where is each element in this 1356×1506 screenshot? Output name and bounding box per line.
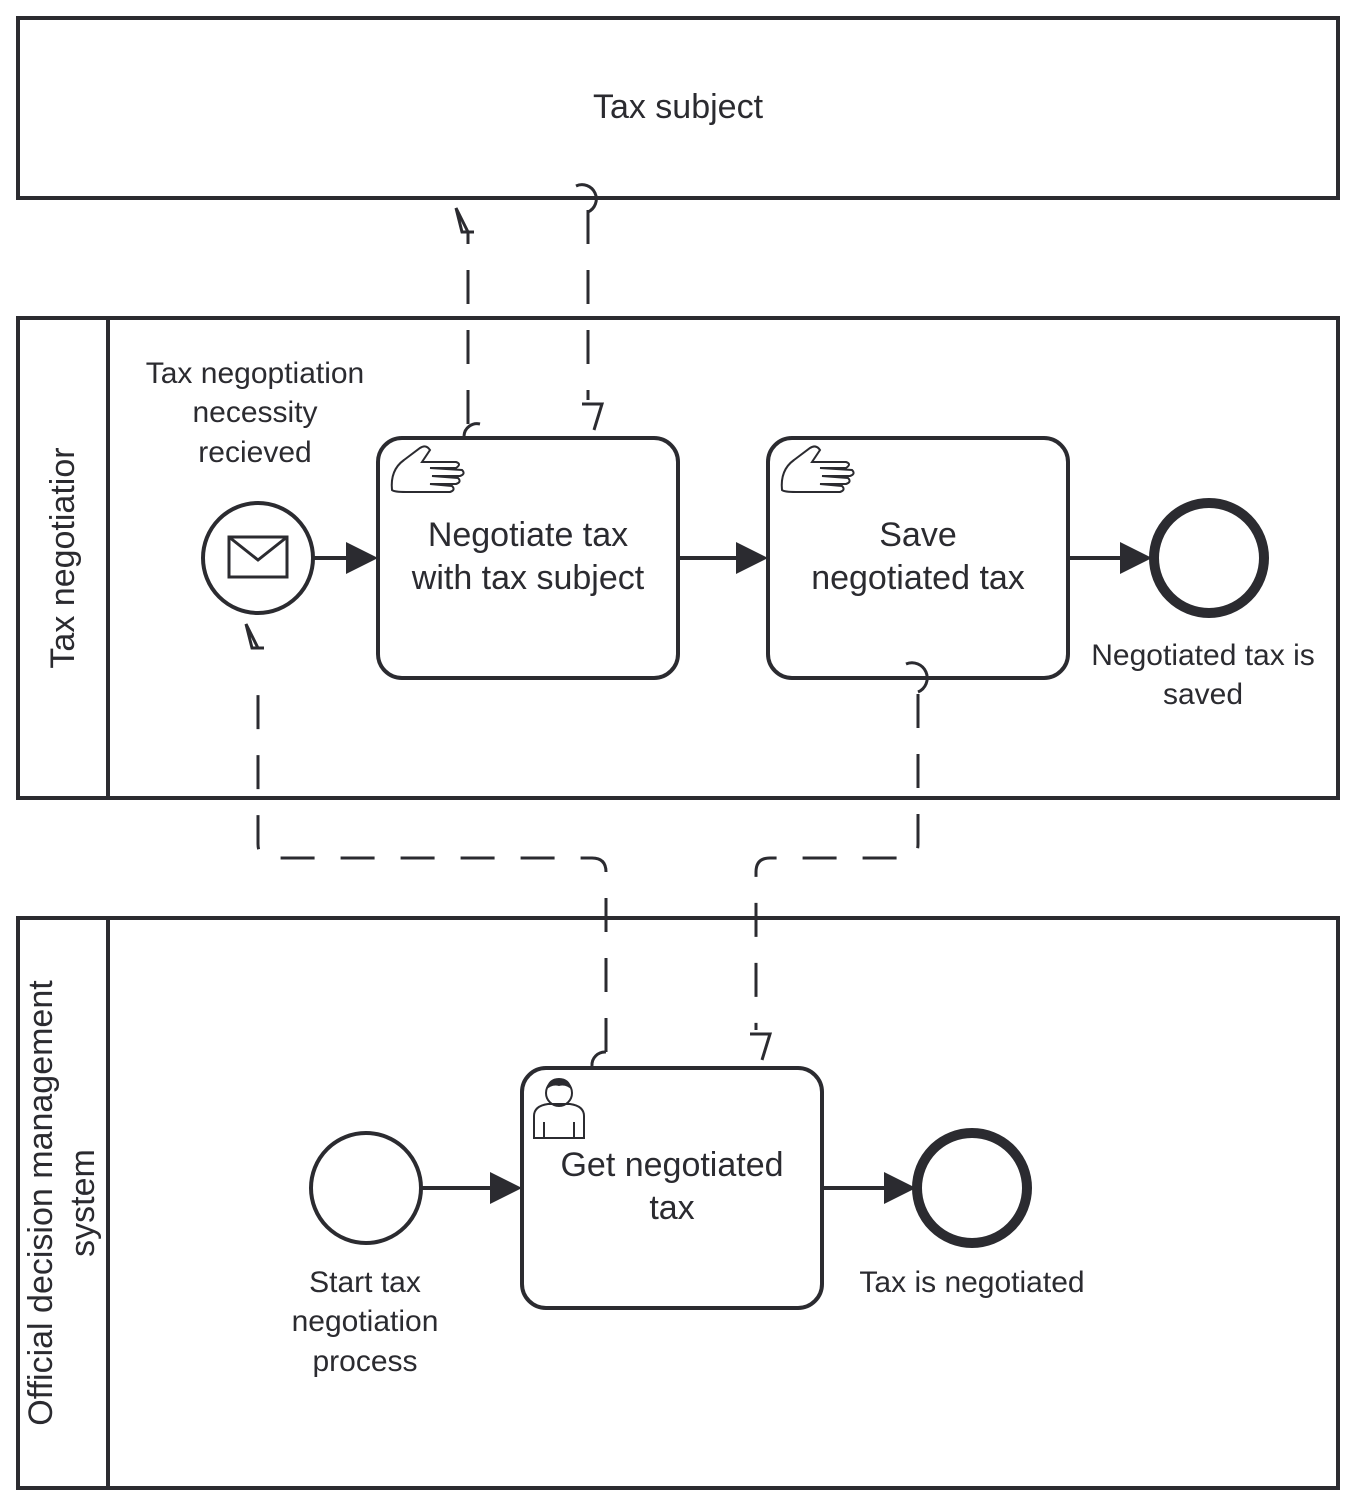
event-message-start-label: Tax negoptiation necessity recieved <box>146 357 365 469</box>
svg-text:negotiation: negotiation <box>292 1305 439 1338</box>
task-save-negotiated-tax[interactable]: Save negotiated tax <box>766 436 1070 680</box>
svg-text:Negotiated tax is: Negotiated tax is <box>1091 639 1314 672</box>
pool-odms[interactable]: Official decision management system <box>16 916 1340 1490</box>
message-flow-get-to-start <box>256 680 608 1052</box>
event-end-negotiated-label: Tax is negotiated <box>859 1266 1084 1299</box>
event-end-saved-label: Negotiated tax is saved <box>1091 639 1314 711</box>
task-get-negotiated-tax[interactable]: Get negotiated tax <box>520 1066 824 1310</box>
task-label: with tax subject <box>411 559 645 597</box>
pool-title-tax-subject: Tax subject <box>593 88 764 126</box>
svg-text:necessity: necessity <box>192 396 317 429</box>
hand-icon <box>780 445 855 493</box>
hand-icon <box>390 445 465 493</box>
user-icon <box>533 1078 585 1139</box>
svg-text:Tax negoptiation: Tax negoptiation <box>146 357 365 390</box>
message-flow-save-to-get <box>754 694 920 1030</box>
task-label: Save <box>879 516 957 554</box>
pool-title-tax-negotiator: Tax negotiatior <box>44 447 82 668</box>
envelope-icon <box>227 535 289 579</box>
svg-text:Start tax: Start tax <box>309 1266 421 1299</box>
message-flow-arrowhead <box>750 1032 773 1061</box>
task-label: Negotiate tax <box>428 516 628 554</box>
event-start-process-label: Start tax negotiation process <box>292 1266 439 1378</box>
event-message-start[interactable] <box>201 501 315 615</box>
message-flow-arrowhead <box>454 207 474 234</box>
event-end-saved[interactable] <box>1149 498 1269 618</box>
pool-tax-subject[interactable]: Tax subject <box>16 16 1340 200</box>
arrowhead <box>736 542 768 574</box>
svg-text:recieved: recieved <box>198 436 311 469</box>
pool-title-odms-line2: system <box>64 1149 102 1257</box>
svg-text:process: process <box>312 1345 417 1378</box>
pool-title-odms: Official decision management <box>22 980 60 1426</box>
message-flow-arrowhead <box>244 623 264 650</box>
pool-tax-negotiator[interactable]: Tax negotiatior <box>16 316 1340 800</box>
task-label: negotiated tax <box>811 559 1025 597</box>
task-label: Get negotiated <box>560 1146 783 1184</box>
svg-text:saved: saved <box>1163 678 1243 711</box>
event-end-negotiated[interactable] <box>912 1128 1032 1248</box>
arrowhead <box>884 1172 916 1204</box>
event-start-process[interactable] <box>309 1131 423 1245</box>
arrowhead <box>1120 542 1152 574</box>
message-flow-arrowhead <box>582 402 605 431</box>
task-negotiate-tax[interactable]: Negotiate tax with tax subject <box>376 436 680 680</box>
arrowhead <box>490 1172 522 1204</box>
message-flows <box>244 183 929 1067</box>
arrowhead <box>346 542 378 574</box>
task-label: tax <box>649 1189 694 1227</box>
